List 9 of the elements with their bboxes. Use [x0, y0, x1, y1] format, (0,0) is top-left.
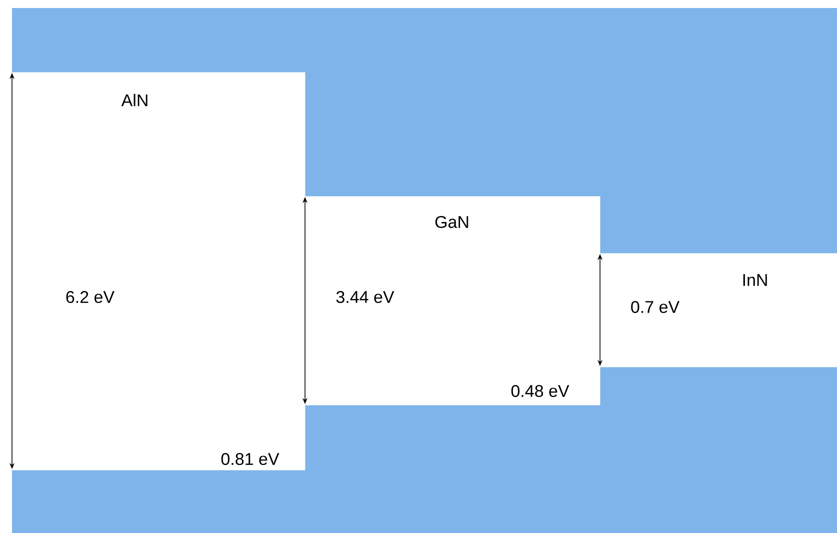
node-label: 0.7 eV [631, 300, 680, 314]
node-label: AlN [121, 94, 148, 106]
offset-label: 0.81 eV [221, 452, 280, 466]
node-label: GaN [435, 216, 468, 228]
band-gap-region: InN 0.7 eV [597, 253, 837, 368]
offset-label: 0.48 eV [511, 384, 570, 398]
node-label: 6.2 eV [66, 290, 114, 304]
node-label: 3.44 eV [336, 290, 394, 304]
node-label: InN [743, 274, 767, 286]
